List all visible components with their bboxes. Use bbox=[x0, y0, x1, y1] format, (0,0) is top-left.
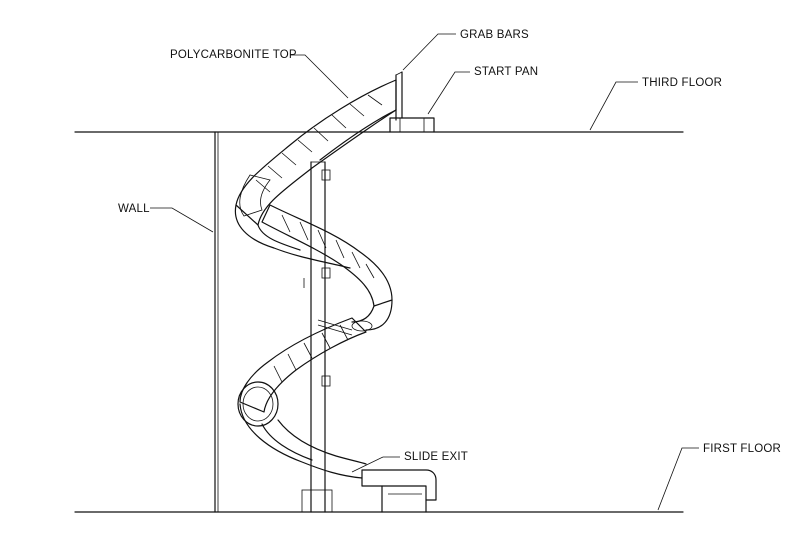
slide-exit-section bbox=[361, 469, 437, 513]
wall-label: WALL bbox=[118, 203, 150, 215]
slide-upper-loop bbox=[234, 174, 351, 269]
wall bbox=[214, 131, 219, 513]
slide-bottom-run bbox=[239, 403, 367, 479]
leader-lines bbox=[150, 33, 699, 511]
grab-bars-label: GRAB BARS bbox=[460, 29, 529, 41]
slide-middle-run bbox=[261, 204, 393, 332]
slide-lower-run bbox=[237, 317, 367, 427]
first-floor-label: FIRST FLOOR bbox=[703, 443, 781, 455]
support-column bbox=[301, 161, 353, 513]
polycarbonite-top-label: POLYCARBONITE TOP bbox=[170, 49, 297, 61]
grab-bars bbox=[395, 71, 403, 121]
slide-upper-run bbox=[235, 79, 397, 226]
slide-exit-label: SLIDE EXIT bbox=[404, 451, 468, 463]
start-pan bbox=[389, 117, 435, 133]
start-pan-label: START PAN bbox=[474, 66, 538, 78]
third-floor-label: THIRD FLOOR bbox=[642, 77, 722, 89]
